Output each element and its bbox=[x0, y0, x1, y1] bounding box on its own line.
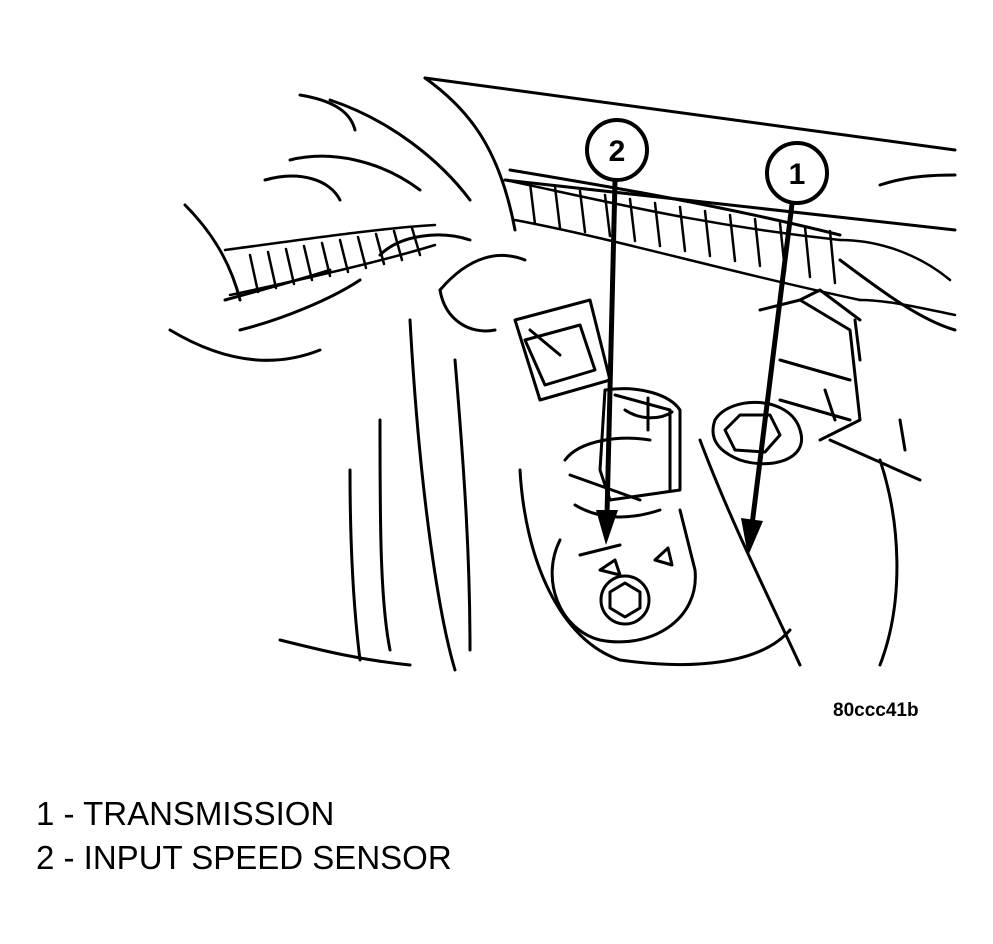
figure-id: 80ccc41b bbox=[833, 700, 919, 721]
transmission-case bbox=[278, 76, 957, 672]
transmission-bolt bbox=[711, 400, 804, 466]
legend-item-input-speed-sensor: 2 - INPUT SPEED SENSOR bbox=[36, 839, 452, 876]
hand-outline bbox=[168, 76, 527, 362]
callout-2-arrowhead bbox=[596, 510, 618, 545]
legend-item-transmission: 1 - TRANSMISSION bbox=[36, 795, 335, 832]
callout-2-circle bbox=[585, 118, 649, 182]
callout-1-circle bbox=[765, 141, 829, 205]
legend: 1 - TRANSMISSION 2 - INPUT SPEED SENSOR bbox=[36, 792, 452, 880]
callout-2-number: 2 bbox=[609, 135, 626, 168]
mounting-bracket bbox=[550, 508, 697, 644]
harness-clip bbox=[513, 298, 612, 402]
speed-sensor bbox=[563, 387, 682, 519]
callout-2-leader bbox=[604, 180, 618, 516]
callout-1-arrowhead bbox=[741, 518, 763, 556]
sleeve-band bbox=[223, 223, 437, 297]
connector bbox=[758, 288, 922, 482]
callout-1: 1 bbox=[741, 141, 829, 556]
callout-1-number: 1 bbox=[789, 158, 806, 191]
callout-1-leader bbox=[749, 203, 795, 526]
callout-2: 2 bbox=[585, 118, 649, 545]
